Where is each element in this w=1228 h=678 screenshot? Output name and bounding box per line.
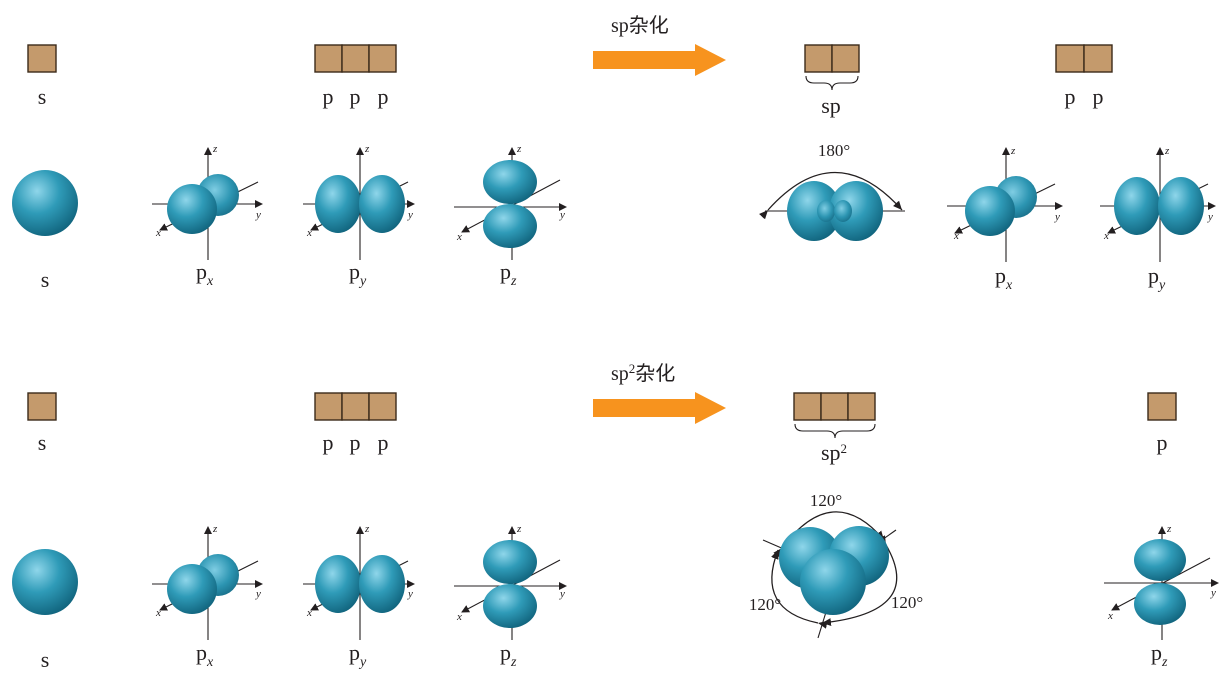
px-orbital-label: px [196, 259, 214, 289]
y-axis-label: y [559, 588, 565, 600]
x-axis-label: x [1103, 230, 1109, 242]
hybridization-label-sp2: sp2杂化 [611, 361, 675, 386]
z-axis-label: z [364, 523, 370, 535]
y-axis-label: y [407, 588, 413, 600]
p-box-label: p [1093, 84, 1104, 109]
s-box-label: s [38, 84, 47, 109]
p-orbital-dumbbell-icon [1100, 147, 1216, 262]
x-axis-label: x [155, 227, 161, 239]
sp-hybrid-box [831, 44, 860, 73]
angle-label: 120° [749, 595, 781, 614]
s-orbital-sphere-icon [12, 170, 78, 236]
p-orbital-box [1147, 392, 1177, 421]
sp2-hybrid-box [847, 392, 876, 421]
y-axis-label: y [407, 209, 413, 221]
sp2-hybrid-orbital-icon [762, 511, 898, 639]
p-box-label: p [350, 430, 361, 455]
p-orbital-box [341, 44, 370, 73]
right-arrow-icon [593, 392, 726, 424]
x-axis-label: x [456, 231, 462, 243]
p-orbital-box [368, 392, 397, 421]
brace [794, 423, 876, 439]
p-orbital-dumbbell-icon [454, 147, 567, 260]
row-sp: s p p p sp杂化 sp p p s [12, 14, 1216, 293]
z-axis-label: z [364, 143, 370, 155]
p-box-label: p [378, 430, 389, 455]
sp2-hybrid-box [793, 392, 822, 421]
sp-group-label: sp [821, 93, 841, 118]
p-orbital-dumbbell-icon [303, 526, 415, 640]
y-axis-label: y [559, 209, 565, 221]
angle-label: 120° [891, 593, 923, 612]
p-box-label: p [378, 84, 389, 109]
p-orbital-box [368, 44, 397, 73]
sp2-hybrid-box [820, 392, 849, 421]
s-orbital-label: s [41, 267, 50, 292]
p-box-label: p [323, 430, 334, 455]
x-axis-label: x [306, 227, 312, 239]
p-box-label: p [1157, 430, 1168, 455]
z-axis-label: z [1166, 523, 1172, 535]
x-axis-label: x [456, 611, 462, 623]
p-orbital-dumbbell-icon [303, 147, 415, 260]
x-axis-label: x [1107, 610, 1113, 622]
x-axis-label: x [953, 230, 959, 242]
p-box-label: p [1065, 84, 1076, 109]
py-orbital-label: py [349, 640, 367, 670]
py-orbital-label: py [349, 259, 367, 289]
z-axis-label: z [1164, 145, 1170, 157]
p-orbital-dumbbell-icon [947, 147, 1063, 262]
z-axis-label: z [212, 523, 218, 535]
z-axis-label: z [516, 143, 522, 155]
angle-label: 120° [810, 491, 842, 510]
right-arrow-icon [593, 44, 726, 76]
pz-orbital-label: pz [1151, 640, 1168, 670]
z-axis-label: z [212, 143, 218, 155]
sp-hybrid-orbital-icon [759, 171, 905, 241]
p-orbital-dumbbell-icon [152, 147, 263, 260]
p-orbital-box [1083, 44, 1113, 73]
p-orbital-box [314, 392, 343, 421]
pz-orbital-label: pz [500, 640, 517, 670]
pz-orbital-label: pz [500, 259, 517, 289]
p-orbital-box [341, 392, 370, 421]
z-axis-label: z [516, 523, 522, 535]
s-orbital-box [27, 392, 57, 421]
s-orbital-sphere-icon [12, 549, 78, 615]
px-orbital-label: px [995, 263, 1013, 293]
angle-label: 180° [818, 141, 850, 160]
row-sp2: s p p p sp2杂化 sp2 p s [12, 361, 1219, 672]
sp2-group-label: sp2 [821, 440, 847, 465]
brace [805, 75, 859, 91]
p-orbital-dumbbell-icon [1104, 526, 1219, 640]
y-axis-label: y [1207, 211, 1213, 223]
p-orbital-dumbbell-icon [454, 526, 567, 640]
x-axis-label: x [306, 607, 312, 619]
p-orbital-box [314, 44, 343, 73]
x-axis-label: x [155, 607, 161, 619]
s-box-label: s [38, 430, 47, 455]
s-orbital-box [27, 44, 57, 73]
y-axis-label: y [1054, 211, 1060, 223]
sp-hybrid-box [804, 44, 833, 73]
y-axis-label: y [1210, 587, 1216, 599]
py-orbital-label: py [1148, 263, 1166, 293]
y-axis-label: y [255, 588, 261, 600]
p-box-label: p [350, 84, 361, 109]
p-orbital-box [1055, 44, 1085, 73]
p-box-label: p [323, 84, 334, 109]
p-orbital-dumbbell-icon [152, 526, 263, 640]
y-axis-label: y [255, 209, 261, 221]
s-orbital-label: s [41, 647, 50, 672]
hybridization-label-sp: sp杂化 [611, 14, 669, 37]
px-orbital-label: px [196, 640, 214, 670]
z-axis-label: z [1010, 145, 1016, 157]
